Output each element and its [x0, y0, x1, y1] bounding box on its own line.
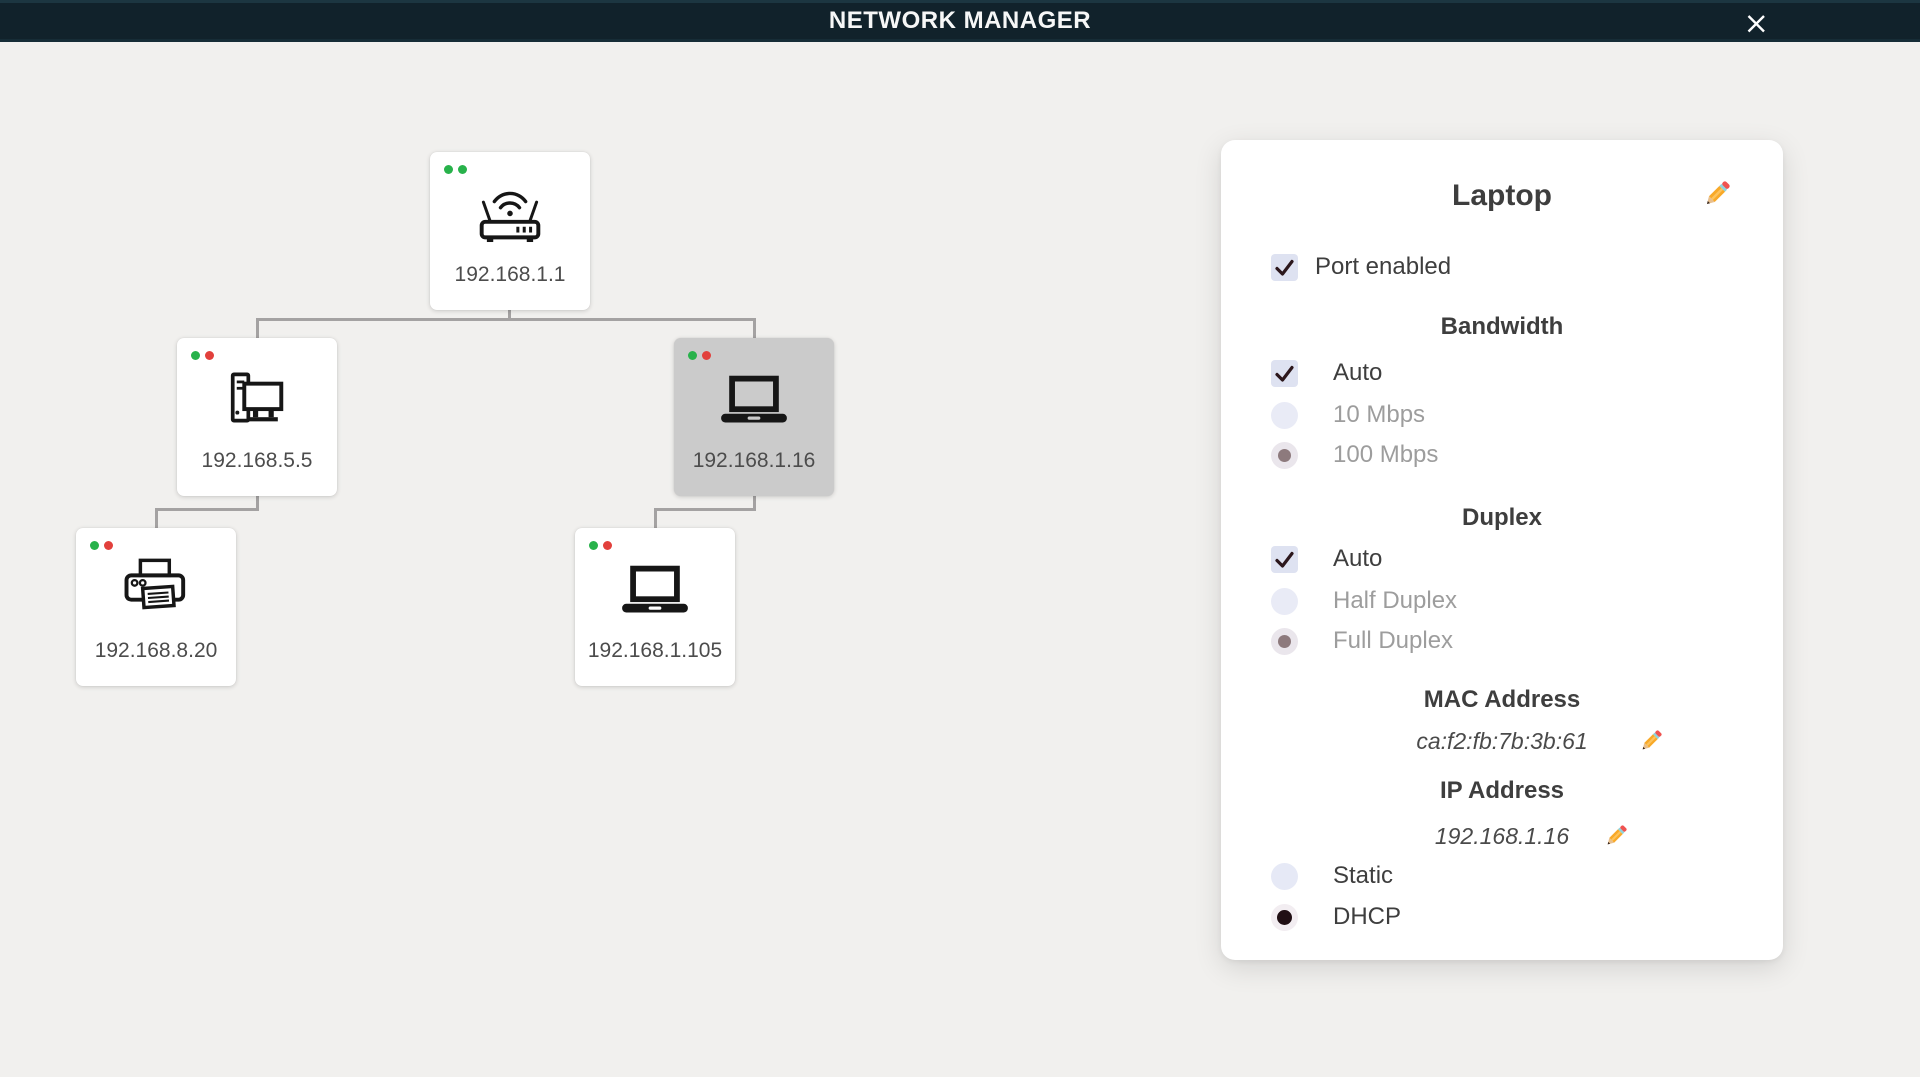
node-ip-label: 192.168.1.16 — [692, 449, 816, 472]
app-header: NETWORK MANAGER — [0, 0, 1920, 42]
bandwidth-100mbps-radio[interactable] — [1271, 441, 1298, 469]
duplex-option-half[interactable]: Half Duplex — [1221, 586, 1783, 616]
port-enabled-label: Port enabled — [1315, 253, 1452, 280]
connector-left-horizontal — [155, 508, 259, 511]
laptop-icon — [622, 565, 688, 613]
bandwidth-10mbps-radio[interactable] — [1271, 401, 1298, 429]
ip-address-value: 192.168.1.16 — [1434, 823, 1570, 849]
node-ip-label: 192.168.8.20 — [94, 639, 218, 662]
node-router[interactable]: 192.168.1.1 — [430, 152, 590, 310]
bandwidth-auto-label: Auto — [1333, 359, 1383, 386]
duplex-half-label: Half Duplex — [1333, 587, 1458, 614]
app-title: NETWORK MANAGER — [828, 7, 1092, 34]
ip-address-heading: IP Address — [1439, 777, 1565, 804]
status-dot-green — [589, 541, 598, 550]
node-ip-label: 192.168.5.5 — [201, 449, 313, 472]
duplex-auto-checkbox[interactable] — [1271, 545, 1298, 573]
port-enabled-checkbox[interactable] — [1271, 253, 1298, 281]
node-printer[interactable]: 192.168.8.20 — [76, 528, 236, 686]
bandwidth-auto-checkbox[interactable] — [1271, 359, 1298, 387]
status-dots — [589, 541, 612, 550]
bandwidth-option-100mbps[interactable]: 100 Mbps — [1221, 440, 1783, 470]
node-ip-label: 192.168.1.105 — [587, 639, 723, 662]
mac-address-heading: MAC Address — [1423, 686, 1581, 713]
edit-mac-pencil-icon[interactable] — [1636, 726, 1666, 761]
node-ip-label: 192.168.1.1 — [454, 263, 566, 286]
close-button[interactable] — [1734, 6, 1778, 42]
duplex-option-full[interactable]: Full Duplex — [1221, 626, 1783, 656]
router-icon — [479, 191, 541, 243]
connector-right-horizontal — [654, 508, 756, 511]
node-desktop[interactable]: 192.168.5.5 — [177, 338, 337, 496]
duplex-full-label: Full Duplex — [1333, 627, 1454, 654]
status-dots — [191, 351, 214, 360]
status-dot-red — [104, 541, 113, 550]
node-laptop-selected[interactable]: 192.168.1.16 — [674, 338, 834, 496]
ip-dhcp-radio[interactable] — [1271, 903, 1298, 931]
panel-title: Laptop — [1452, 179, 1552, 212]
connector-laptop1-stub — [753, 494, 756, 511]
status-dots — [444, 165, 467, 174]
status-dot-green — [458, 165, 467, 174]
connector-desktop-stub — [256, 494, 259, 511]
status-dot-red — [603, 541, 612, 550]
status-dots — [90, 541, 113, 550]
ip-option-static[interactable]: Static — [1221, 861, 1783, 891]
bandwidth-option-10mbps[interactable]: 10 Mbps — [1221, 400, 1783, 430]
ip-static-radio[interactable] — [1271, 862, 1298, 890]
connector-to-desktop — [256, 318, 259, 340]
device-settings-panel: Laptop Port enabled Bandwidth — [1221, 140, 1783, 960]
bandwidth-option-auto[interactable]: Auto — [1221, 358, 1783, 388]
duplex-full-radio[interactable] — [1271, 627, 1298, 655]
status-dot-green — [191, 351, 200, 360]
status-dot-green — [688, 351, 697, 360]
edit-ip-pencil-icon[interactable] — [1601, 821, 1631, 856]
connector-top-horizontal — [256, 318, 756, 321]
port-enabled-row[interactable]: Port enabled — [1221, 252, 1783, 282]
ip-dhcp-label: DHCP — [1333, 903, 1402, 930]
desktop-icon — [230, 372, 284, 423]
check-icon — [1275, 365, 1294, 382]
close-icon — [1747, 15, 1765, 33]
bandwidth-10mbps-label: 10 Mbps — [1333, 401, 1426, 428]
check-icon — [1275, 259, 1294, 276]
status-dots — [688, 351, 711, 360]
edit-name-pencil-icon[interactable] — [1699, 176, 1735, 217]
connector-router-stub — [508, 309, 511, 321]
status-dot-green — [444, 165, 453, 174]
status-dot-red — [702, 351, 711, 360]
printer-icon — [124, 558, 186, 610]
ip-static-label: Static — [1333, 862, 1394, 889]
connector-to-laptop2 — [654, 508, 657, 530]
status-dot-red — [205, 351, 214, 360]
bandwidth-heading: Bandwidth — [1440, 313, 1564, 340]
duplex-auto-label: Auto — [1333, 545, 1383, 572]
connector-to-printer — [155, 508, 158, 530]
node-laptop2[interactable]: 192.168.1.105 — [575, 528, 735, 686]
bandwidth-100mbps-label: 100 Mbps — [1333, 441, 1439, 468]
ip-option-dhcp[interactable]: DHCP — [1221, 902, 1783, 932]
duplex-half-radio[interactable] — [1271, 587, 1298, 615]
status-dot-green — [90, 541, 99, 550]
duplex-heading: Duplex — [1461, 504, 1542, 531]
check-icon — [1275, 551, 1294, 568]
mac-address-value: ca:f2:fb:7b:3b:61 — [1416, 728, 1588, 754]
duplex-option-auto[interactable]: Auto — [1221, 544, 1783, 574]
laptop-icon — [721, 375, 787, 423]
connector-to-laptop1 — [753, 318, 756, 340]
